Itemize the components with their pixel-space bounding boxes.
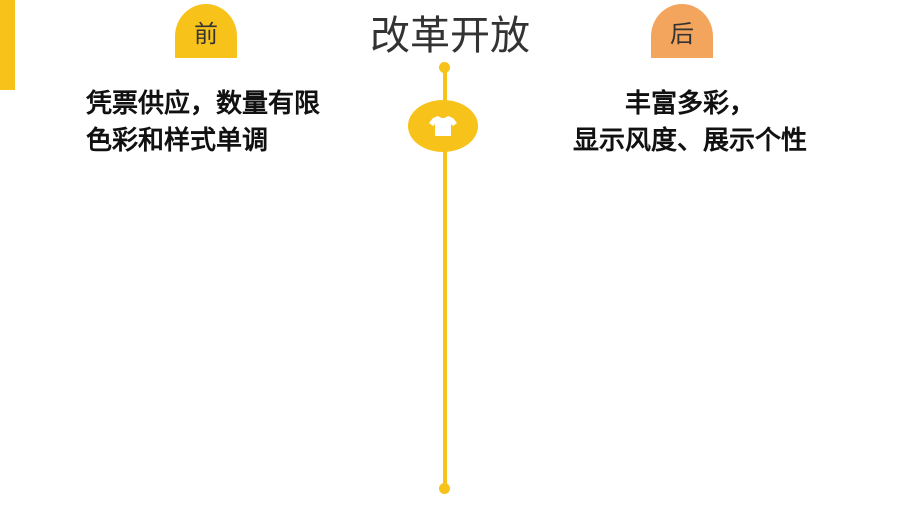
before-description: 凭票供应，数量有限 色彩和样式单调 (86, 86, 386, 160)
before-line-2: 色彩和样式单调 (86, 126, 269, 156)
before-badge: 前 (175, 4, 237, 58)
before-line-1: 凭票供应，数量有限 (86, 89, 321, 119)
timeline-start-dot (439, 62, 450, 73)
after-line-2: 显示风度、展示个性 (572, 126, 807, 156)
after-badge-label: 后 (670, 19, 694, 48)
after-line-1: 丰富多彩， (624, 89, 755, 119)
after-badge: 后 (651, 4, 713, 58)
slide-title: 改革开放 (370, 13, 530, 59)
timeline-icon-circle (408, 100, 478, 152)
after-description: 丰富多彩， 显示风度、展示个性 (530, 86, 850, 160)
tshirt-icon (429, 116, 457, 136)
timeline-end-dot (439, 483, 450, 494)
before-badge-label: 前 (194, 19, 218, 48)
timeline-line (443, 66, 447, 490)
accent-bar (0, 0, 15, 90)
